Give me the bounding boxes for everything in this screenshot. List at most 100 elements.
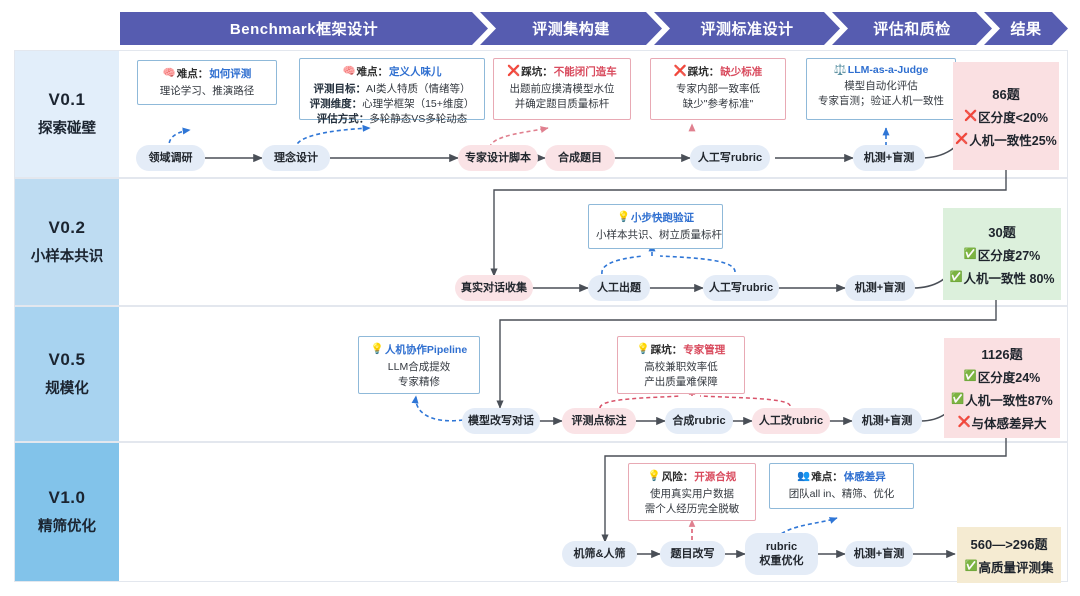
note-line: 模型自动化评估 [844,80,918,92]
node-v10-machine-human-filter[interactable]: 机筛&人筛 [562,541,637,567]
note-v01-define-humanlike: 🧠 难点： 定义人味儿 评测目标：AI类人特质（情绪等） 评测维度：心理学框架（… [299,58,485,125]
note-line: 评测维度：心理学框架（15+维度） [307,97,477,112]
cross-icon: ❌ [955,132,969,145]
node-label: 合成题目 [558,152,602,164]
node-v10-question-rewrite[interactable]: 题目改写 [660,541,725,567]
note-label: 踩坑： [521,66,553,78]
note-v01-llm-as-a-judge: ⚖️ LLM-as-a-Judge 模型自动化评估 专家盲测；验证人机一致性 [806,58,956,120]
note-line: 专家盲测；验证人机一致性 [818,95,944,107]
node-v01-concept-design[interactable]: 理念设计 [262,145,330,171]
note-label: 难点： [811,471,843,483]
judge-icon: ⚖️ [833,63,847,76]
node-v02-manual-rubric[interactable]: 人工写rubric [703,275,779,301]
result-metric-text: 人机一致性87% [965,394,1053,408]
result-count: 1126题 [981,347,1023,362]
node-label: 模型改写对话 [468,415,534,427]
node-label: 机测+盲测 [861,415,913,427]
note-value: 缺少标准 [720,66,763,78]
note-label: 踩坑： [687,66,720,78]
note-line: 理论学习、推演路径 [159,85,255,97]
node-v01-synth-questions[interactable]: 合成题目 [545,145,615,171]
node-label: 人工写rubric [697,152,763,164]
version-name: 小样本共识 [30,249,104,265]
stage-label: 评测标准设计 [700,20,794,38]
bulb-icon: 💡 [616,211,631,224]
note-v01-no-closed-door: ❌ 踩坑： 不能闭门造车 出题前应摸清模型水位 并确定题目质量标杆 [493,58,631,120]
cross-icon: ❌ [673,65,687,78]
note-header: 💡 人机协作Pipeline [366,342,472,357]
stage-chevron-benchmark[interactable]: Benchmark框架设计 [120,12,488,45]
team-icon: 👥 [797,470,811,483]
result-metric-text: 人机一致性25% [969,133,1057,148]
result-metric-text: 区分度<20% [978,110,1048,125]
bulb-icon: 💡 [636,343,650,356]
node-v05-eval-point-annotation[interactable]: 评测点标注 [562,408,636,434]
node-v02-real-dialog-collect[interactable]: 真实对话收集 [455,275,533,301]
note-value: 专家管理 [683,344,726,356]
node-label: 专家设计脚本 [465,152,531,164]
version-number: V0.2 [48,218,86,237]
note-line: 产出质量难保障 [644,376,718,388]
note-value: 开源合规 [694,471,737,483]
result-metric: ✅ 人机一致性87% [951,390,1053,409]
result-metric: ✅ 区分度27% [964,245,1041,264]
stage-label: 结果 [1010,20,1042,38]
node-label: 人工改rubric [758,415,824,427]
note-v05-human-ai-pipeline: 💡 人机协作Pipeline LLM合成提效 专家精修 [358,336,480,394]
bulb-icon: 💡 [647,470,661,483]
note-label: 难点： [176,68,209,80]
version-label-v05: V0.5 规模化 [15,307,119,441]
note-line: 出题前应摸清模型水位 [509,83,615,95]
node-label: 合成rubric [672,415,726,427]
node-label: 题目改写 [670,548,715,560]
note-line: 小样本共识、树立质量标杆 [596,229,722,241]
result-metric-text: 区分度24% [977,371,1041,385]
note-label: 风险： [661,471,694,483]
version-name: 规模化 [45,381,89,397]
node-v05-machine-blind-test[interactable]: 机测+盲测 [852,408,922,434]
stage-chevron-dataset[interactable]: 评测集构建 [480,12,662,45]
node-v01-domain-research[interactable]: 领域调研 [136,145,205,171]
note-value: 体感差异 [843,471,886,483]
node-v02-machine-blind-test[interactable]: 机测+盲测 [845,275,915,301]
node-label: 机测+盲测 [854,282,906,294]
node-label: 机测+盲测 [863,152,915,164]
node-v01-machine-blind-test[interactable]: 机测+盲测 [853,145,925,171]
node-v02-manual-question[interactable]: 人工出题 [588,275,650,301]
stage-chevron-result[interactable]: 结果 [984,12,1068,45]
node-label: 人工出题 [597,282,641,294]
node-v10-machine-blind-test[interactable]: 机测+盲测 [845,541,913,567]
result-count: 560—>296题 [970,537,1048,552]
check-icon: ✅ [963,370,977,383]
note-value: 小步快跑验证 [631,212,695,224]
brain-icon: 🧠 [162,67,176,80]
stage-chevron-standard[interactable]: 评测标准设计 [654,12,840,45]
node-v05-manual-fix-rubric[interactable]: 人工改rubric [752,408,830,434]
note-header: 👥 难点： 体感差异 [777,469,906,484]
note-line: 评估方式：多轮静态VS多轮动态 [307,112,477,127]
cross-icon: ❌ [507,65,521,78]
note-value: 人机协作Pipeline [384,344,468,356]
stage-chevron-evaluation[interactable]: 评估和质检 [832,12,992,45]
version-label-v02: V0.2 小样本共识 [15,179,119,305]
note-line: 缺少"参考标准" [682,98,754,110]
result-metric-text: 高质量评测集 [978,561,1054,575]
note-key: 评测目标： [313,83,367,95]
node-label: 领域调研 [148,152,193,164]
cross-icon: ❌ [957,416,971,429]
note-v01-lack-standard: ❌ 踩坑： 缺少标准 专家内部一致率低 缺少"参考标准" [650,58,786,120]
note-v01-how-to-eval: 🧠 难点： 如何评测 理论学习、推演路径 [137,60,277,105]
node-v01-manual-rubric[interactable]: 人工写rubric [690,145,770,171]
node-v01-expert-script[interactable]: 专家设计脚本 [458,145,538,171]
node-v10-rubric-weight-opt[interactable]: rubric 权重优化 [745,533,818,575]
note-v02-small-steps: 💡 小步快跑验证 小样本共识、树立质量标杆 [588,204,723,249]
check-icon: ✅ [964,560,978,573]
note-line: 评测目标：AI类人特质（情绪等） [307,82,477,97]
result-metric: ❌ 与体感差异大 [957,413,1046,432]
node-v05-synth-rubric[interactable]: 合成rubric [665,408,733,434]
node-v05-model-rewrite-dialog[interactable]: 模型改写对话 [462,408,540,434]
note-header: ❌ 踩坑： 不能闭门造车 [501,64,623,79]
note-line: 团队all in、精筛、优化 [788,488,895,500]
node-label: 机筛&人筛 [573,548,626,560]
